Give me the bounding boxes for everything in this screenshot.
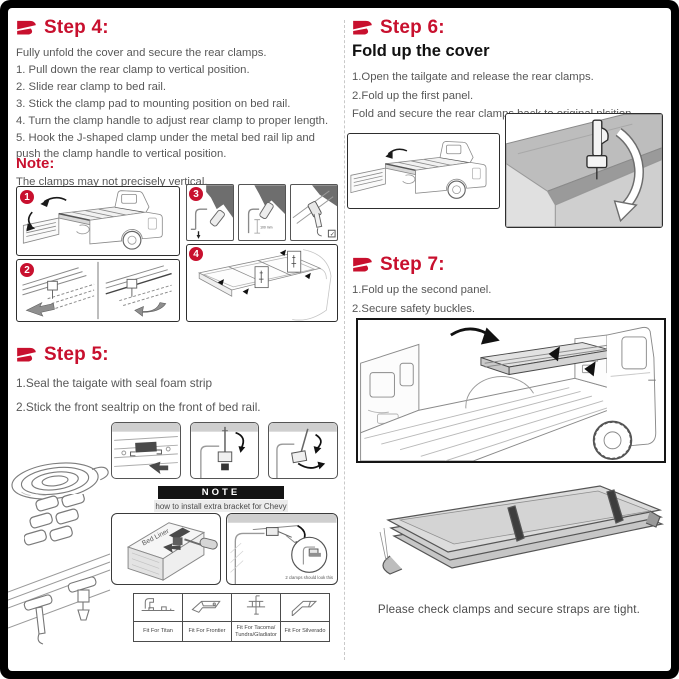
step4-header: Step 4:: [16, 17, 109, 39]
instruction-page: Step 4: Fully unfold the cover and secur…: [8, 8, 671, 671]
fig-bed-top-view: [186, 244, 338, 322]
step4-item-3: 3. Stick the clamp pad to mounting posit…: [16, 98, 291, 111]
bracket-icon-tacoma: [231, 593, 281, 622]
step7-item-2: 2.Secure safety buckles.: [352, 303, 476, 316]
step6-header: Step 6:: [352, 17, 445, 39]
bracket-label-titan: Fit For Titan: [133, 621, 183, 642]
fig-front-seal-a: [111, 422, 181, 479]
step6-title: Step 6:: [380, 17, 445, 38]
step5-header: Step 5:: [16, 344, 109, 366]
step5-item-2: 2.Stick the front sealtrip on the front …: [16, 400, 261, 414]
fig-seal-foam-strip: [8, 436, 112, 516]
bracket-icon-titan: [133, 593, 183, 622]
fig-number-3: 3: [189, 187, 203, 201]
step4-item-5: 5. Hook the J-shaped clamp under the met…: [16, 132, 315, 161]
clamp-caption: 2 clamps should look this: [285, 575, 333, 580]
bracket-table: Fit For Titan Fit For Frontier Fit For T…: [133, 593, 330, 642]
step4-item-4: 4. Turn the clamp handle to adjust rear …: [16, 115, 329, 128]
step4-title: Step 4:: [44, 17, 109, 38]
fig-folded-cover: [360, 468, 666, 600]
brand-flag-icon: [17, 20, 36, 34]
fig-unfold-truck: [16, 186, 180, 256]
step4-item-2: 2. Slide rear clamp to bed rail.: [16, 81, 167, 94]
step6-item-1: 1.Open the tailgate and release the rear…: [352, 71, 594, 83]
fig-number-2: 2: [20, 263, 34, 277]
bracket-label-frontier: Fit For Frontier: [182, 621, 232, 642]
fig-clamp-pad-b: 100 mm: [238, 184, 286, 241]
bracket-labels-row: Fit For Titan Fit For Frontier Fit For T…: [133, 621, 330, 642]
bracket-icon-frontier: [182, 593, 232, 622]
fig-rail-clamps: [8, 546, 112, 656]
fig-number-1: 1: [20, 190, 34, 204]
fig-clamp-pads: [24, 494, 88, 556]
step7-header: Step 7:: [352, 254, 445, 276]
step4-intro: Fully unfold the cover and secure the re…: [16, 47, 267, 59]
bracket-icon-silverado: [280, 593, 330, 622]
fig-bed-liner-bracket: Bed Liner: [111, 513, 221, 585]
fig-clamp-hook: ✓: [290, 184, 338, 241]
brand-flag-icon: [353, 20, 372, 34]
step5-title: Step 5:: [44, 344, 109, 365]
check-icon: ✓: [330, 232, 335, 238]
note-text: The clamps may not precisely vertical.: [16, 176, 208, 188]
fig-release-clamp-closeup: [505, 113, 663, 228]
step7-instructions: 1.Fold up the second panel. 2.Secure saf…: [352, 281, 652, 319]
fig-fold-truck: [347, 133, 500, 209]
dim-label: 100 mm: [260, 225, 273, 229]
step5-item-1: 1.Seal the taigate with seal foam strip: [16, 376, 213, 390]
fig-slide-clamp: [16, 259, 180, 322]
bracket-label-tacoma: Fit For Tacoma/ Tundra/Gladiator: [231, 621, 281, 642]
step4-instructions: Fully unfold the cover and secure the re…: [16, 45, 340, 163]
step6-subtitle: Fold up the cover: [352, 42, 490, 60]
fig-folded-on-truck: [356, 318, 666, 463]
fig-front-seal-b: [190, 422, 259, 479]
fig-number-4: 4: [189, 247, 203, 261]
column-divider: [344, 20, 345, 660]
step5-instructions: 1.Seal the taigate with seal foam strip …: [16, 372, 340, 420]
footer-note: Please check clamps and secure straps ar…: [377, 603, 641, 616]
note-bar: NOTE: [158, 486, 284, 499]
fig-front-seal-c: [268, 422, 338, 479]
brand-flag-icon: [353, 257, 372, 271]
note-sub: how to install extra bracket for Chevy: [154, 500, 288, 512]
step7-item-1: 1.Fold up the second panel.: [352, 284, 492, 296]
note-title: Note:: [16, 155, 55, 172]
step4-item-1: 1. Pull down the rear clamp to vertical …: [16, 64, 250, 77]
fig-chevy-clamp-detail: 2 clamps should look this: [226, 513, 338, 585]
bracket-label-silverado: Fit For Silverado: [280, 621, 330, 642]
step7-title: Step 7:: [380, 254, 445, 275]
brand-flag-icon: [17, 347, 36, 361]
bracket-icons-row: [133, 593, 330, 622]
step6-item-2: 2.Fold up the first panel.: [352, 89, 474, 102]
